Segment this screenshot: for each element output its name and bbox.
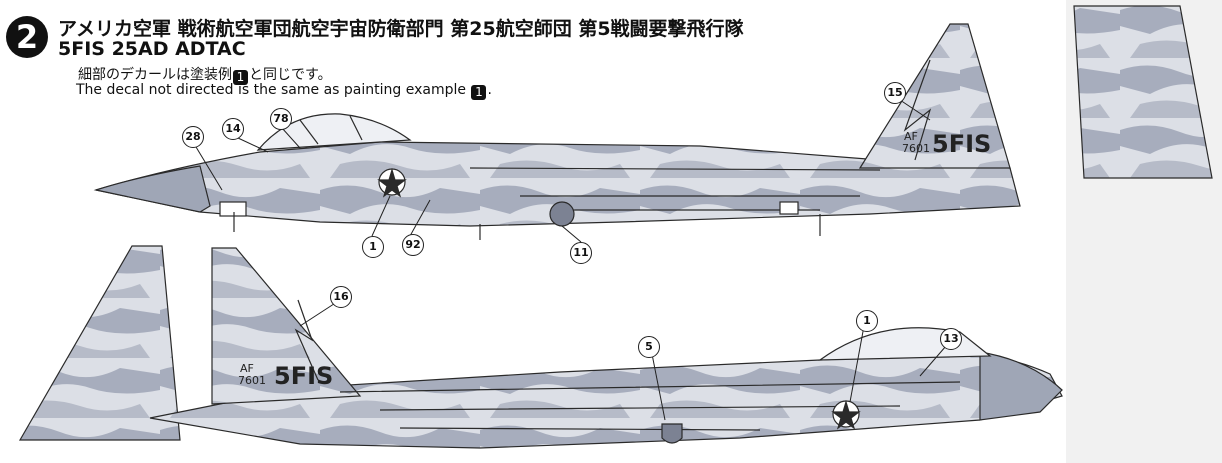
top-vertical-tail <box>858 23 1011 169</box>
top-tail-unit: 5FIS <box>932 130 991 158</box>
bottom-tail-unit: 5FIS <box>274 362 333 390</box>
callout-15: 15 <box>884 82 906 104</box>
callout-1-top: 1 <box>362 236 384 258</box>
callout-16: 16 <box>330 286 352 308</box>
callout-11: 11 <box>570 242 592 264</box>
page-title-ja: アメリカ空軍 戦術航空軍団航空宇宙防衛部門 第25航空師団 第5戦闘要撃飛行隊 <box>58 18 744 40</box>
callout-13: 13 <box>940 328 962 350</box>
callout-92: 92 <box>402 234 424 256</box>
bottom-aircraft <box>18 245 1063 449</box>
top-radome <box>93 165 211 213</box>
leader-lines <box>192 95 947 421</box>
bottom-canopy <box>818 327 992 361</box>
top-canopy <box>256 113 412 151</box>
bottom-squadron-badge <box>661 423 683 444</box>
detached-wing-left <box>18 245 181 441</box>
callout-1-bottom: 1 <box>856 310 878 332</box>
top-aircraft <box>93 23 1021 240</box>
callout-28: 28 <box>182 126 204 148</box>
bottom-radome <box>979 351 1063 421</box>
note-en: The decal not directed is the same as pa… <box>76 82 492 100</box>
top-tail-af: AF <box>904 130 918 143</box>
top-tail-serial: 7601 <box>902 142 930 155</box>
bottom-tail-serial: 7601 <box>238 374 266 387</box>
callout-78: 78 <box>270 108 292 130</box>
example-ref-icon: 1 <box>471 85 487 100</box>
detached-wing-right <box>1073 5 1213 179</box>
callout-14: 14 <box>222 118 244 140</box>
page-title-en: 5FIS 25AD ADTAC <box>58 38 246 60</box>
callout-5: 5 <box>638 336 660 358</box>
painting-example-badge: 2 <box>6 16 48 58</box>
top-squadron-badge <box>549 201 575 227</box>
bottom-vertical-tail <box>211 247 362 405</box>
example-ref-icon: 1 <box>233 70 248 85</box>
bottom-tail-af: AF <box>240 362 254 375</box>
